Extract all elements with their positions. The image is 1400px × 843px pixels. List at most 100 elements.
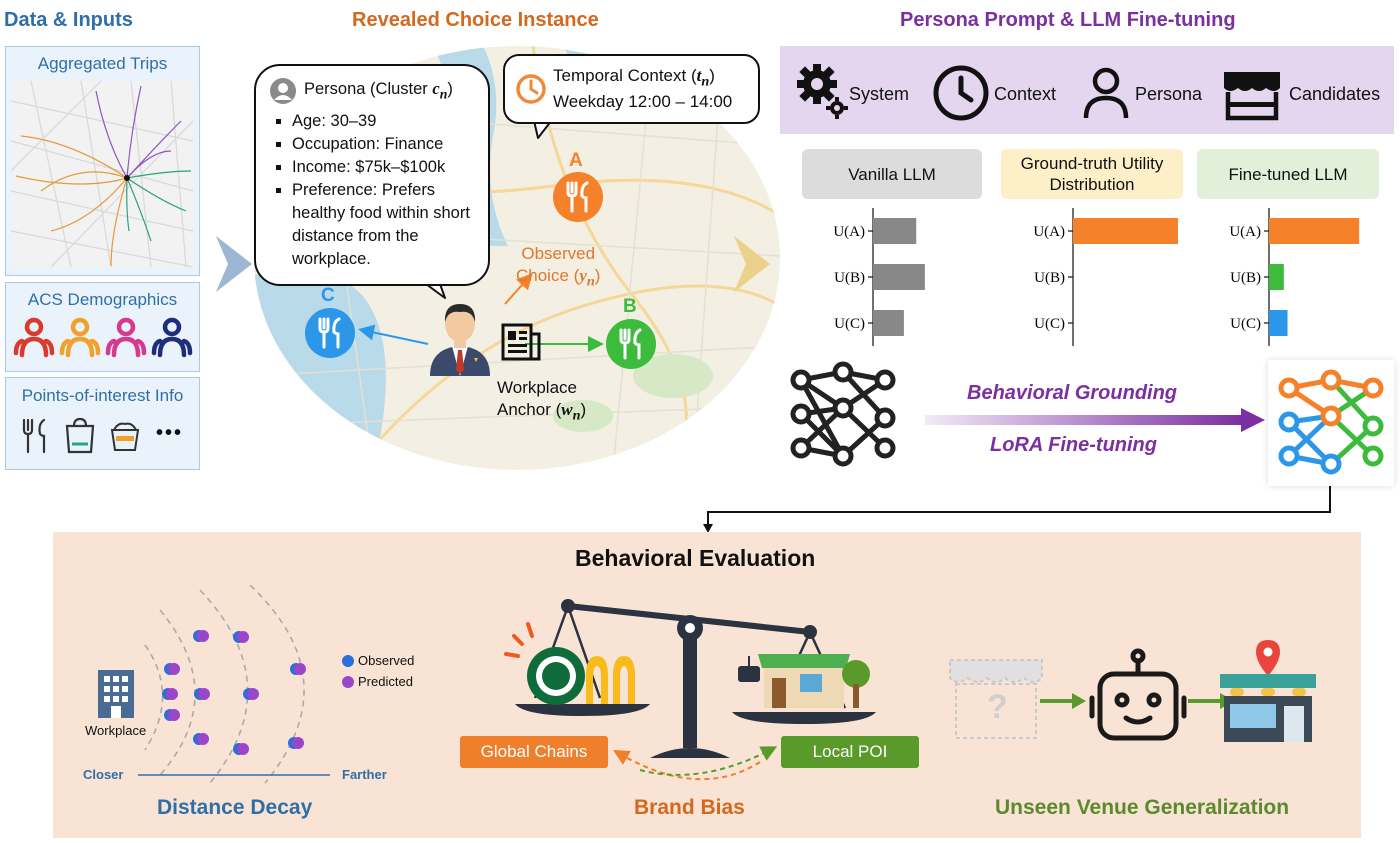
behavioral-evaluation-panel <box>53 532 1361 838</box>
poi-a-restaurant-icon <box>553 172 603 222</box>
prompt-system-label: System <box>849 84 910 104</box>
legend-predicted-label: Predicted <box>358 674 413 689</box>
behavioral-evaluation-title: Behavioral Evaluation <box>575 545 816 571</box>
vanilla-network-icon <box>790 361 896 467</box>
finetune-arrow <box>925 408 1265 432</box>
clock-icon <box>516 74 546 104</box>
gear-icon <box>797 64 848 119</box>
farther-label: Farther <box>342 767 387 782</box>
workplace-label: Workplace <box>85 723 147 738</box>
acs-demographics-panel: ACS Demographics <box>5 282 200 372</box>
category-tick-label: U(C) <box>834 316 865 332</box>
aggregated-trips-label: Aggregated Trips <box>37 54 168 73</box>
utility-chart-svg: U(A) U(B) U(C) <box>1033 208 1178 346</box>
storefront-location-icon <box>1220 640 1316 742</box>
persona-title: Persona (Cluster cn) <box>304 79 453 102</box>
acs-demographics-label: ACS Demographics <box>27 290 178 309</box>
utility-bar <box>1073 218 1178 244</box>
poi-b-restaurant-icon <box>606 319 656 369</box>
persona-preference: Preference: Prefers healthy food within … <box>292 179 476 271</box>
poi-info-panel: Points-of-interest Info ••• <box>5 377 200 470</box>
arrow-map-to-llm <box>734 236 770 292</box>
persona-attribute-list: Age: 30–39 Occupation: Finance Income: $… <box>270 110 476 271</box>
arrow-inputs-to-map <box>216 236 252 292</box>
distance-decay-title: Distance Decay <box>157 796 313 819</box>
category-tick-label: U(C) <box>1034 316 1065 332</box>
poi-info-label: Points-of-interest Info <box>21 386 184 405</box>
trips-map-icon <box>11 81 193 267</box>
persona-card: Persona (Cluster cn) Age: 30–39 Occupati… <box>254 64 490 286</box>
connector-to-evaluation <box>703 486 1331 533</box>
more-poi-ellipsis: ••• <box>156 422 184 444</box>
persona-prompt-title: Persona Prompt & LLM Fine-tuning <box>900 9 1236 31</box>
office-building-icon <box>98 670 134 718</box>
fork-knife-icon <box>22 418 46 454</box>
observed-choice-label: Observed Choice (yn) <box>516 244 601 290</box>
utility-bar <box>1269 310 1288 336</box>
utility-bar <box>873 310 904 336</box>
lora-finetuning-label: LoRA Fine-tuning <box>990 434 1157 456</box>
behavioral-grounding-label: Behavioral Grounding <box>967 382 1178 404</box>
robot-icon <box>1089 648 1187 741</box>
person-outline-icon <box>1083 67 1129 119</box>
temporal-context-time: Weekday 12:00 – 14:00 <box>553 92 733 111</box>
category-tick-label: U(B) <box>1034 270 1065 286</box>
closer-label: Closer <box>83 767 124 782</box>
persona-age: Age: 30–39 <box>292 110 476 133</box>
revealed-choice-title: Revealed Choice Instance <box>352 9 599 31</box>
utility-chart-svg: U(A) U(B) U(C) <box>1229 208 1360 346</box>
brand-bias-title: Brand Bias <box>634 796 745 819</box>
poi-c-restaurant-icon <box>305 308 355 358</box>
utility-chart-svg: U(A) U(B) U(C) <box>833 208 925 346</box>
ground-truth-tag: Ground-truth Utility Distribution <box>1001 149 1183 199</box>
worker-person-icon <box>430 304 490 376</box>
workplace-document-icon <box>501 323 541 361</box>
unseen-venue-title: Unseen Venue Generalization <box>995 796 1290 819</box>
category-tick-label: U(B) <box>1230 270 1261 286</box>
storefront-icon <box>1224 72 1280 121</box>
utility-bar <box>873 264 925 290</box>
poi-label-b: B <box>623 296 637 317</box>
unknown-venue-icon <box>949 659 1043 739</box>
legend-observed-label: Observed <box>358 653 415 668</box>
category-tick-label: U(A) <box>1033 224 1065 240</box>
fine-tuned-utility-chart: U(A) U(B) U(C) <box>1212 206 1382 348</box>
demographics-people-icons <box>13 317 193 358</box>
global-chains-tag: Global Chains <box>460 736 608 768</box>
ground-truth-utility-chart: U(A) U(B) U(C) <box>1016 206 1186 348</box>
vanilla-utility-chart: U(A) U(B) U(C) <box>816 206 986 348</box>
utility-bar <box>1269 264 1284 290</box>
workplace-anchor-label: Workplace Anchor (wn) <box>497 378 587 424</box>
prompt-candidates-label: Candidates <box>1289 84 1381 104</box>
utility-bar <box>873 218 917 244</box>
brand-swap-arrows <box>613 746 778 781</box>
user-avatar-icon <box>270 78 296 104</box>
local-poi-tag: Local POI <box>781 736 919 768</box>
persona-income: Income: $75k–$100k <box>292 156 476 179</box>
fine-tuned-llm-tag: Fine-tuned LLM <box>1197 149 1379 199</box>
prompt-context-label: Context <box>994 84 1057 104</box>
category-tick-label: U(A) <box>833 224 865 240</box>
food-container-icon <box>110 422 140 451</box>
category-tick-label: U(C) <box>1230 316 1261 332</box>
prompt-persona-label: Persona <box>1135 84 1203 104</box>
poi-label-c: C <box>321 285 335 306</box>
shopping-bag-icon <box>65 417 95 454</box>
clock-icon-large <box>933 65 989 121</box>
distance-decay-plot <box>138 585 354 784</box>
question-mark: ? <box>987 688 1008 726</box>
poi-label-a: A <box>569 150 583 171</box>
data-inputs-title: Data & Inputs <box>4 9 133 31</box>
category-tick-label: U(B) <box>834 270 865 286</box>
temporal-context-card: Temporal Context (tn) Weekday 12:00 – 14… <box>503 54 760 124</box>
prompt-components-bar <box>780 46 1394 134</box>
finetuned-network-icon <box>1278 369 1384 475</box>
persona-occupation: Occupation: Finance <box>292 133 476 156</box>
utility-bar <box>1269 218 1360 244</box>
temporal-context-line1: Temporal Context (tn) <box>553 66 715 90</box>
balance-scale-illustration <box>504 599 876 758</box>
arrow-to-robot <box>1040 693 1086 709</box>
aggregated-trips-panel: Aggregated Trips <box>5 46 200 276</box>
vanilla-llm-tag: Vanilla LLM <box>802 149 982 199</box>
category-tick-label: U(A) <box>1229 224 1261 240</box>
